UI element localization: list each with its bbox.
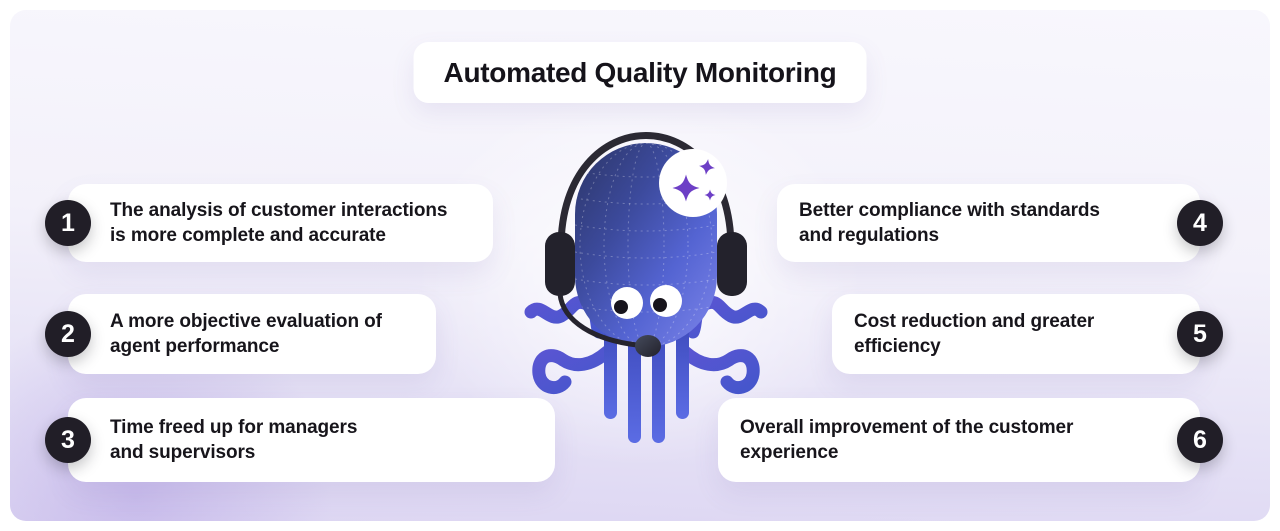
benefit-text-5-line2: efficiency [854, 336, 941, 357]
benefit-text-6-line2: experience [740, 442, 839, 463]
number-badge-6: 6 [1177, 417, 1223, 463]
benefit-text-4-line1: Better compliance with standards [799, 200, 1100, 221]
benefit-text-1-line2: is more complete and accurate [110, 225, 386, 246]
benefit-text-3: Time freed up for managers and superviso… [110, 415, 357, 465]
title-card: Automated Quality Monitoring [413, 42, 867, 103]
benefit-text-6: Overall improvement of the customer expe… [740, 415, 1073, 465]
octopus-mascot [524, 132, 768, 443]
benefit-text-4: Better compliance with standards and reg… [799, 198, 1100, 248]
benefit-text-5-line1: Cost reduction and greater [854, 311, 1095, 332]
benefit-card-3: 3 Time freed up for managers and supervi… [45, 398, 555, 482]
benefit-text-2-line2: agent performance [110, 336, 280, 357]
benefit-text-5: Cost reduction and greater efficiency [854, 309, 1094, 359]
benefit-text-2: A more objective evaluation of agent per… [110, 309, 382, 359]
headphone-earcups-icon [545, 232, 747, 296]
benefit-text-4-line2: and regulations [799, 225, 939, 246]
number-badge-4: 4 [1177, 200, 1223, 246]
microphone-boom-icon [557, 291, 640, 348]
benefit-card-5: 5 Cost reduction and greater efficiency [832, 294, 1223, 374]
benefit-text-6-line1: Overall improvement of the customer [740, 417, 1074, 438]
number-badge-2: 2 [45, 311, 91, 357]
number-badge-1: 1 [45, 200, 91, 246]
benefit-text-1-line1: The analysis of customer interactions [110, 200, 448, 221]
eyes [611, 285, 682, 319]
sparkles-icon [672, 159, 716, 202]
benefit-text-3-line1: Time freed up for managers [110, 417, 358, 438]
benefit-text-3-line2: and supervisors [110, 442, 256, 463]
benefit-card-2: 2 A more objective evaluation of agent p… [45, 294, 436, 374]
page-title: Automated Quality Monitoring [443, 57, 837, 88]
sparkles-badge [659, 149, 727, 217]
benefit-card-1: 1 The analysis of customer interactions … [45, 184, 493, 262]
benefit-text-2-line1: A more objective evaluation of [110, 311, 382, 332]
benefit-card-4: 4 Better compliance with standards and r… [777, 184, 1223, 262]
microphone-icon [635, 335, 661, 357]
benefit-text-1: The analysis of customer interactions is… [110, 198, 447, 248]
number-badge-5: 5 [1177, 311, 1223, 357]
number-badge-3: 3 [45, 417, 91, 463]
benefit-card-6: 6 Overall improvement of the customer ex… [718, 398, 1223, 482]
